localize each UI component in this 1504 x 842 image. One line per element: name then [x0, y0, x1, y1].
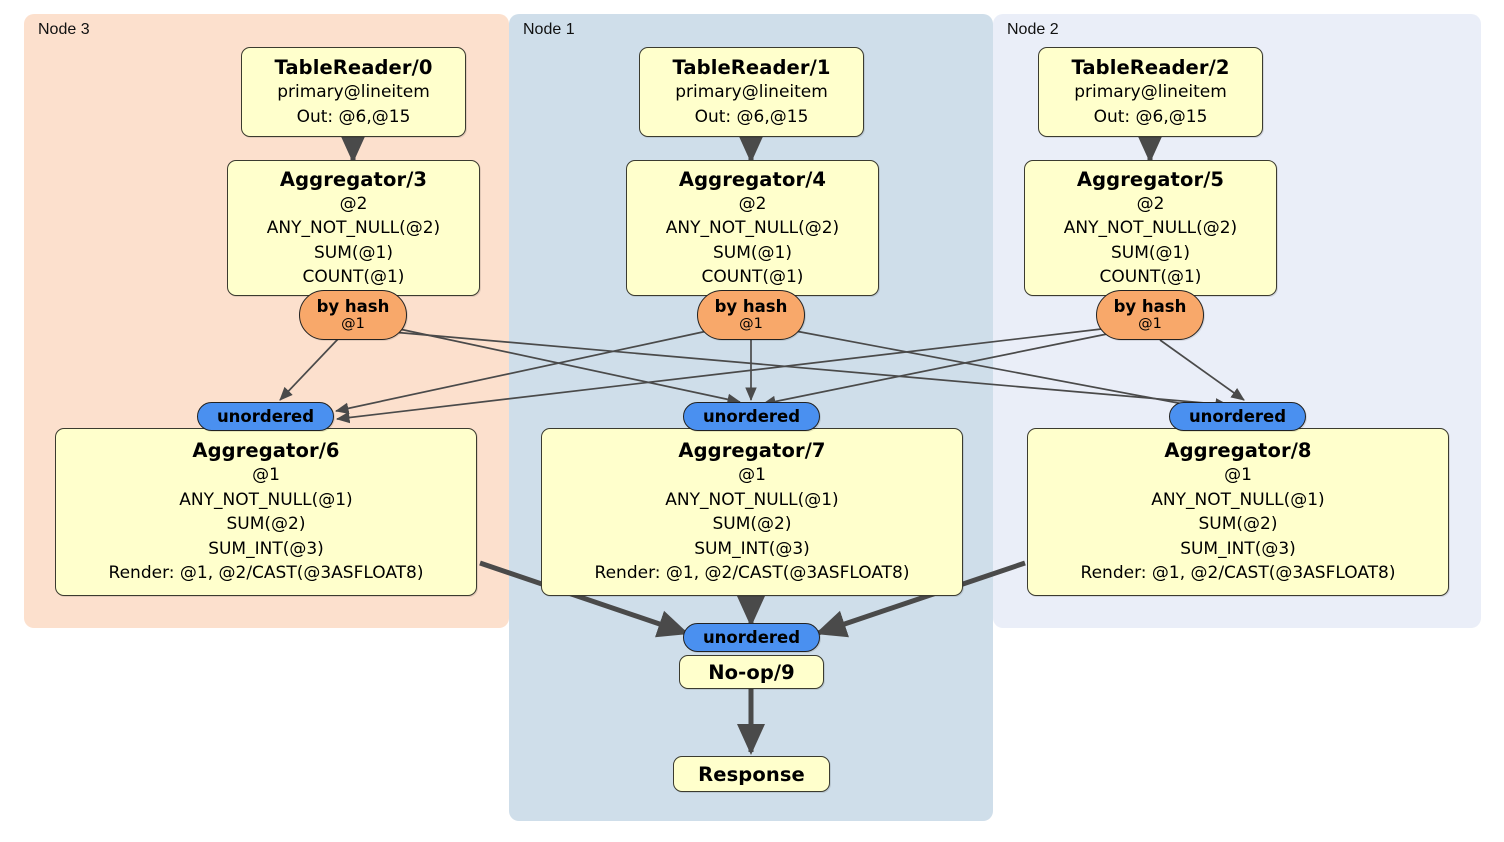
by-hash-router-4-title: by hash — [714, 297, 788, 316]
aggregator-6-line-5: Render: @1, @2/CAST(@3ASFLOAT8) — [108, 563, 424, 584]
node-panel-label-node3: Node 3 — [38, 21, 90, 38]
by-hash-router-4[interactable]: by hash @1 — [697, 290, 805, 340]
aggregator-3-line-1: @2 — [339, 193, 368, 214]
unordered-input-6-title: unordered — [216, 407, 315, 426]
aggregator-7-line-4: SUM_INT(@3) — [694, 538, 810, 559]
aggregator-8-line-5: Render: @1, @2/CAST(@3ASFLOAT8) — [1080, 563, 1396, 584]
aggregator-8-line-3: SUM(@2) — [1198, 514, 1278, 535]
aggregator-7-line-2: ANY_NOT_NULL(@1) — [665, 489, 839, 510]
table-reader-2-line-1: primary@lineitem — [1074, 82, 1227, 102]
aggregator-6-line-2: ANY_NOT_NULL(@1) — [179, 489, 353, 510]
table-reader-0-line-2: Out: @6,@15 — [296, 106, 411, 127]
aggregator-4-line-1: @2 — [738, 193, 767, 214]
unordered-input-8[interactable]: unordered — [1169, 402, 1306, 431]
aggregator-3-line-2: ANY_NOT_NULL(@2) — [266, 218, 441, 238]
aggregator-5-line-2: ANY_NOT_NULL(@2) — [1063, 218, 1238, 238]
table-reader-0-box[interactable]: TableReader/0 primary@lineitem Out: @6,@… — [241, 47, 466, 137]
aggregator-8-line-4: SUM_INT(@3) — [1180, 538, 1296, 559]
aggregator-5-line-3: SUM(@1) — [1111, 242, 1190, 263]
table-reader-1-title: TableReader/1 — [672, 56, 831, 79]
by-hash-router-3-title: by hash — [316, 297, 390, 316]
table-reader-2-line-2: Out: @6,@15 — [1093, 106, 1208, 127]
node-panel-label-node2: Node 2 — [1007, 21, 1059, 38]
unordered-gather[interactable]: unordered — [683, 623, 820, 652]
by-hash-router-5[interactable]: by hash @1 — [1096, 290, 1204, 340]
unordered-input-7-title: unordered — [702, 407, 801, 426]
unordered-gather-title: unordered — [702, 628, 801, 647]
aggregator-6-line-3: SUM(@2) — [226, 514, 306, 535]
aggregator-3-title: Aggregator/3 — [279, 167, 428, 191]
aggregator-5-line-1: @2 — [1136, 193, 1165, 214]
aggregator-8-line-1: @1 — [1224, 465, 1252, 486]
by-hash-router-3[interactable]: by hash @1 — [299, 290, 407, 340]
by-hash-router-5-line: @1 — [1138, 316, 1162, 332]
by-hash-router-5-title: by hash — [1113, 297, 1187, 316]
aggregator-6-line-4: SUM_INT(@3) — [208, 538, 324, 559]
aggregator-6-box[interactable]: Aggregator/6 @1 ANY_NOT_NULL(@1) SUM(@2)… — [55, 428, 477, 596]
aggregator-4-line-3: SUM(@1) — [713, 242, 792, 263]
edge-aggregator-to-gather — [479, 560, 1026, 638]
response-box[interactable]: Response — [673, 756, 830, 792]
aggregator-3-box[interactable]: Aggregator/3 @2 ANY_NOT_NULL(@2) SUM(@1)… — [227, 160, 480, 296]
table-reader-0-line-1: primary@lineitem — [277, 82, 430, 102]
aggregator-7-line-5: Render: @1, @2/CAST(@3ASFLOAT8) — [594, 563, 910, 584]
aggregator-6-title: Aggregator/6 — [192, 439, 340, 463]
aggregator-7-box[interactable]: Aggregator/7 @1 ANY_NOT_NULL(@1) SUM(@2)… — [541, 428, 963, 596]
aggregator-3-line-4: COUNT(@1) — [302, 267, 405, 287]
unordered-input-6[interactable]: unordered — [197, 402, 334, 431]
response-title: Response — [698, 762, 805, 786]
aggregator-3-line-3: SUM(@1) — [314, 242, 393, 263]
aggregator-4-box[interactable]: Aggregator/4 @2 ANY_NOT_NULL(@2) SUM(@1)… — [626, 160, 879, 296]
aggregator-7-title: Aggregator/7 — [678, 439, 826, 463]
table-reader-2-title: TableReader/2 — [1071, 56, 1230, 79]
aggregator-4-title: Aggregator/4 — [678, 167, 827, 191]
node-panel-label-node1: Node 1 — [523, 21, 575, 38]
aggregator-4-line-2: ANY_NOT_NULL(@2) — [665, 218, 840, 238]
aggregator-5-title: Aggregator/5 — [1076, 167, 1225, 191]
aggregator-7-line-3: SUM(@2) — [712, 514, 792, 535]
edge-shuffle-mesh — [279, 326, 1245, 424]
aggregator-5-box[interactable]: Aggregator/5 @2 ANY_NOT_NULL(@2) SUM(@1)… — [1024, 160, 1277, 296]
table-reader-1-box[interactable]: TableReader/1 primary@lineitem Out: @6,@… — [639, 47, 864, 137]
aggregator-8-line-2: ANY_NOT_NULL(@1) — [1151, 489, 1325, 510]
by-hash-router-4-line: @1 — [739, 316, 763, 332]
unordered-input-8-title: unordered — [1188, 407, 1287, 426]
noop-9-box[interactable]: No-op/9 — [679, 655, 824, 689]
table-reader-2-box[interactable]: TableReader/2 primary@lineitem Out: @6,@… — [1038, 47, 1263, 137]
aggregator-6-line-1: @1 — [252, 465, 280, 486]
aggregator-7-line-1: @1 — [738, 465, 766, 486]
aggregator-5-line-4: COUNT(@1) — [1099, 267, 1202, 287]
aggregator-8-box[interactable]: Aggregator/8 @1 ANY_NOT_NULL(@1) SUM(@2)… — [1027, 428, 1449, 596]
table-reader-0-title: TableReader/0 — [274, 56, 433, 79]
table-reader-1-line-1: primary@lineitem — [675, 82, 828, 102]
aggregator-4-line-4: COUNT(@1) — [701, 267, 804, 287]
noop-9-title: No-op/9 — [708, 660, 795, 684]
table-reader-1-line-2: Out: @6,@15 — [694, 106, 809, 127]
by-hash-router-3-line: @1 — [341, 316, 365, 332]
edge-tablereader-to-aggregator — [338, 132, 1164, 164]
aggregator-8-title: Aggregator/8 — [1164, 439, 1312, 463]
unordered-input-7[interactable]: unordered — [683, 402, 820, 431]
